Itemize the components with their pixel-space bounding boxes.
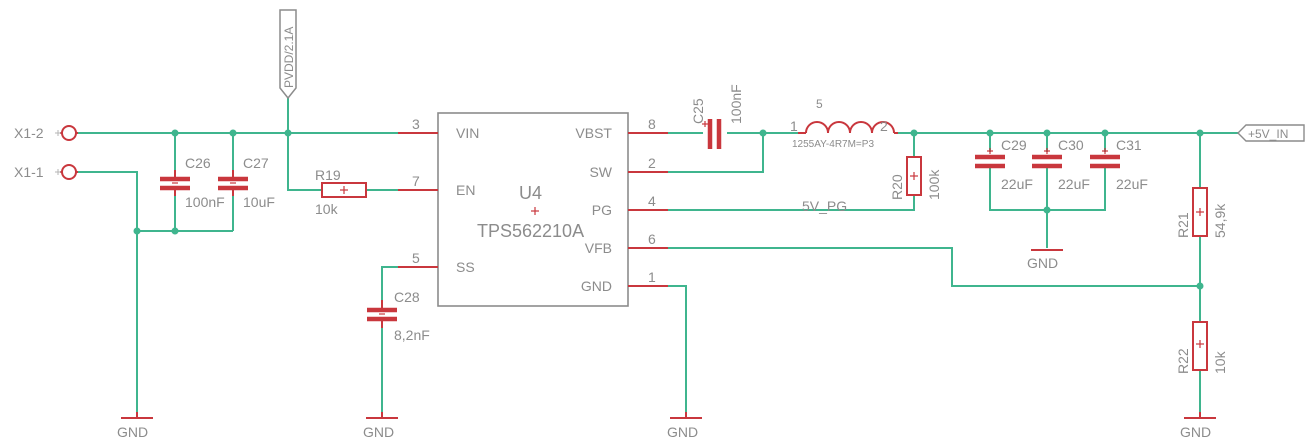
connector-pin2-label: X1-2 [14,125,44,141]
l5-pin1: 1 [790,118,798,134]
c27-value: 10uF [243,194,275,210]
r22-value: 10k [1212,350,1228,374]
resistor-r22[interactable]: R22 10k [1175,321,1228,374]
l5-value: 1255AY-4R7M=P3 [792,139,874,150]
c29-name: C29 [1001,137,1027,153]
capacitor-c30[interactable]: C30 22uF [1032,137,1090,192]
output-flag-5v-in[interactable]: +5V_IN [1237,124,1305,142]
r19-name: R19 [315,167,341,183]
resistor-r21[interactable]: R21 54,9k [1175,187,1228,238]
c25-value: 100nF [728,84,744,124]
c27-name: C27 [243,155,269,171]
junctions [133,129,1204,290]
pin-num-en: 7 [412,173,420,189]
gnd-label: GND [667,424,698,440]
capacitor-c28[interactable]: C28 8,2nF [367,289,430,343]
pin-name-sw: SW [589,164,612,180]
r19-value: 10k [315,201,339,217]
c31-value: 22uF [1116,176,1148,192]
pin-name-vfb: VFB [585,240,612,256]
resistor-r20[interactable]: R20 100k [889,156,942,200]
pin-num-vfb: 6 [648,231,656,247]
pin-name-en: EN [456,182,475,198]
pin-num-vin: 3 [412,116,420,132]
pvdd-label: PVDD/2.1A [282,27,296,88]
pin-name-gnd: GND [581,278,612,294]
l5-pin2: 2 [880,118,888,134]
resistor-r19[interactable]: R19 10k [315,167,367,217]
pin-num-ss: 5 [412,250,420,266]
gnd-label: GND [1027,255,1058,271]
c30-name: C30 [1058,137,1084,153]
supply-flag-pvdd[interactable]: PVDD/2.1A [279,9,297,100]
gnd-label: GND [1180,424,1211,440]
pin-name-ss: SS [456,259,475,275]
ic-u4[interactable]: 3 7 5 8 2 4 6 1 VIN EN SS VBST SW PG VFB… [398,112,668,307]
c25-name: C25 [690,98,706,124]
pin-num-vbst: 8 [648,116,656,132]
connector-x1[interactable]: X1-2 X1-1 [14,125,78,180]
connector-pin1-label: X1-1 [14,164,44,180]
c26-name: C26 [185,155,211,171]
c28-value: 8,2nF [394,327,430,343]
capacitor-c29[interactable]: C29 22uF [975,137,1033,192]
pin-num-gnd: 1 [648,269,656,285]
pin-name-vbst: VBST [575,125,612,141]
gnd-symbol[interactable]: GND [1180,412,1216,440]
l5-name: 5 [816,97,823,111]
capacitor-c25[interactable]: C25 100nF [690,84,744,149]
gnd-label: GND [363,424,394,440]
output-label: +5V_IN [1248,127,1288,141]
inductor-l5[interactable]: 5 1 2 1255AY-4R7M=P3 [790,97,898,150]
gnd-symbols: GND GND GND GND GND [117,249,1216,440]
c30-value: 22uF [1058,176,1090,192]
r22-name: R22 [1175,348,1191,374]
r21-value: 54,9k [1212,203,1228,238]
gnd-symbol[interactable]: GND [1027,249,1063,271]
c29-value: 22uF [1001,176,1033,192]
capacitor-c26[interactable]: C26 100nF [160,155,225,210]
ic-value: TPS562210A [477,221,584,241]
gnd-label: GND [117,424,148,440]
ic-name: U4 [519,183,542,203]
r21-name: R21 [1175,212,1191,238]
c28-name: C28 [394,289,420,305]
r20-name: R20 [889,174,905,200]
gnd-symbol[interactable]: GND [363,412,398,440]
gnd-symbol[interactable]: GND [667,412,702,440]
pin-num-sw: 2 [648,155,656,171]
c26-value: 100nF [185,194,225,210]
capacitor-c27[interactable]: C27 10uF [218,155,275,210]
pin-name-vin: VIN [456,125,479,141]
r20-value: 100k [926,169,942,200]
capacitor-c31[interactable]: C31 22uF [1090,137,1148,192]
pin-num-pg: 4 [648,193,656,209]
gnd-symbol[interactable]: GND [117,412,153,440]
c31-name: C31 [1116,137,1142,153]
pin-name-pg: PG [592,202,612,218]
net-label-5v-pg: 5V_PG [802,198,847,214]
